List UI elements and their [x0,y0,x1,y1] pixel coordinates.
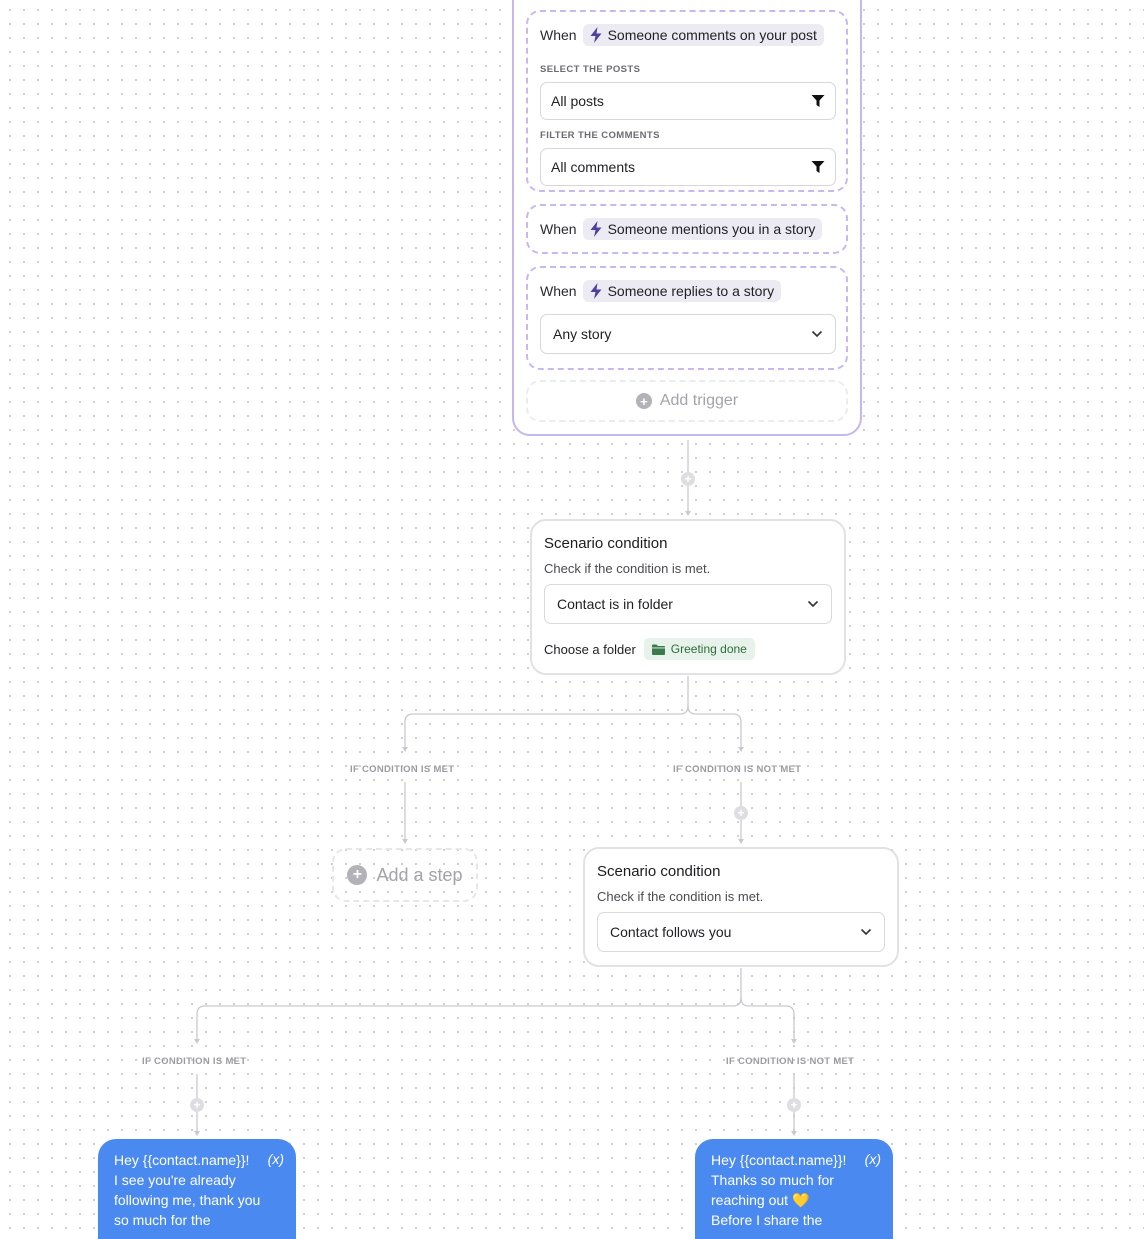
variable-icon[interactable]: (x) [267,1151,284,1167]
insert-step-plus-icon[interactable]: + [681,472,695,486]
add-step-label: Add a step [376,864,463,885]
trigger-event-label: Someone mentions you in a story [607,221,816,237]
plus-circle-icon: + [347,865,368,885]
posts-filter-value: All posts [551,93,604,109]
trigger-event-chip[interactable]: Someone mentions you in a story [582,218,823,240]
folder-value: Greeting done [670,642,747,656]
condition-type-value: Contact follows you [610,924,732,940]
when-label: When [540,27,577,43]
comments-filter-value: All comments [551,159,636,175]
message-text: Hey {{contact.name}}! Thanks so much for… [711,1152,847,1228]
condition-title: Scenario condition [597,863,721,880]
chevron-down-icon [811,330,823,338]
lightning-icon [590,221,602,237]
plus-circle-icon: + [635,393,652,409]
chevron-down-icon [807,600,819,608]
trigger-event-chip[interactable]: Someone comments on your post [582,24,824,46]
folder-row: Choose a folder Greeting done [544,638,755,660]
when-label: When [540,283,577,299]
lightning-icon [590,283,602,299]
variable-icon[interactable]: (x) [864,1151,881,1167]
folder-icon [651,644,665,655]
condition-title: Scenario condition [544,535,668,552]
folder-chip[interactable]: Greeting done [643,638,755,660]
scenario-condition-card[interactable]: Scenario condition Check if the conditio… [530,519,846,675]
filter-comments-label: FILTER THE COMMENTS [540,130,660,141]
trigger-event-chip[interactable]: Someone replies to a story [582,280,782,302]
select-posts-label: SELECT THE POSTS [540,64,641,75]
insert-step-plus-icon[interactable]: + [190,1098,204,1112]
story-select-value: Any story [553,326,612,342]
condition-type-select[interactable]: Contact is in folder [544,584,832,624]
posts-filter-field[interactable]: All posts [540,82,836,120]
scenario-condition-card-2[interactable]: Scenario condition Check if the conditio… [583,847,899,967]
condition-type-value: Contact is in folder [557,596,673,612]
condition-subtitle: Check if the condition is met. [544,561,711,576]
story-select[interactable]: Any story [540,314,836,354]
insert-step-plus-icon[interactable]: + [734,806,748,820]
branch-label-met: IF CONDITION IS MET [142,1056,247,1067]
trigger-event-label: Someone comments on your post [607,27,817,43]
filter-icon[interactable] [811,94,825,108]
branch-label-not-met: IF CONDITION IS NOT MET [726,1056,855,1067]
comments-filter-field[interactable]: All comments [540,148,836,186]
add-step-button[interactable]: + Add a step [332,848,478,902]
filter-icon[interactable] [811,160,825,174]
when-label: When [540,221,577,237]
message-text: Hey {{contact.name}}! I see you're alrea… [114,1152,261,1228]
chevron-down-icon [860,928,872,936]
branch-label-not-met: IF CONDITION IS NOT MET [673,764,802,775]
triggers-panel: When Someone comments on your post SELEC… [512,0,862,436]
trigger-replies[interactable]: When Someone replies to a story Any stor… [526,266,848,370]
lightning-icon [590,27,602,43]
condition-type-select[interactable]: Contact follows you [597,912,885,952]
folder-label: Choose a folder [544,641,636,657]
condition-subtitle: Check if the condition is met. [597,889,764,904]
branch-label-met: IF CONDITION IS MET [350,764,455,775]
trigger-mentions[interactable]: When Someone mentions you in a story [526,204,848,254]
message-bubble-left[interactable]: (x) Hey {{contact.name}}! I see you're a… [98,1139,296,1239]
add-trigger-button[interactable]: + Add trigger [526,380,848,422]
trigger-event-label: Someone replies to a story [607,283,775,299]
insert-step-plus-icon[interactable]: + [787,1098,801,1112]
trigger-comments[interactable]: When Someone comments on your post SELEC… [526,10,848,192]
add-trigger-label: Add trigger [659,392,739,409]
message-bubble-right[interactable]: (x) Hey {{contact.name}}! Thanks so much… [695,1139,893,1239]
